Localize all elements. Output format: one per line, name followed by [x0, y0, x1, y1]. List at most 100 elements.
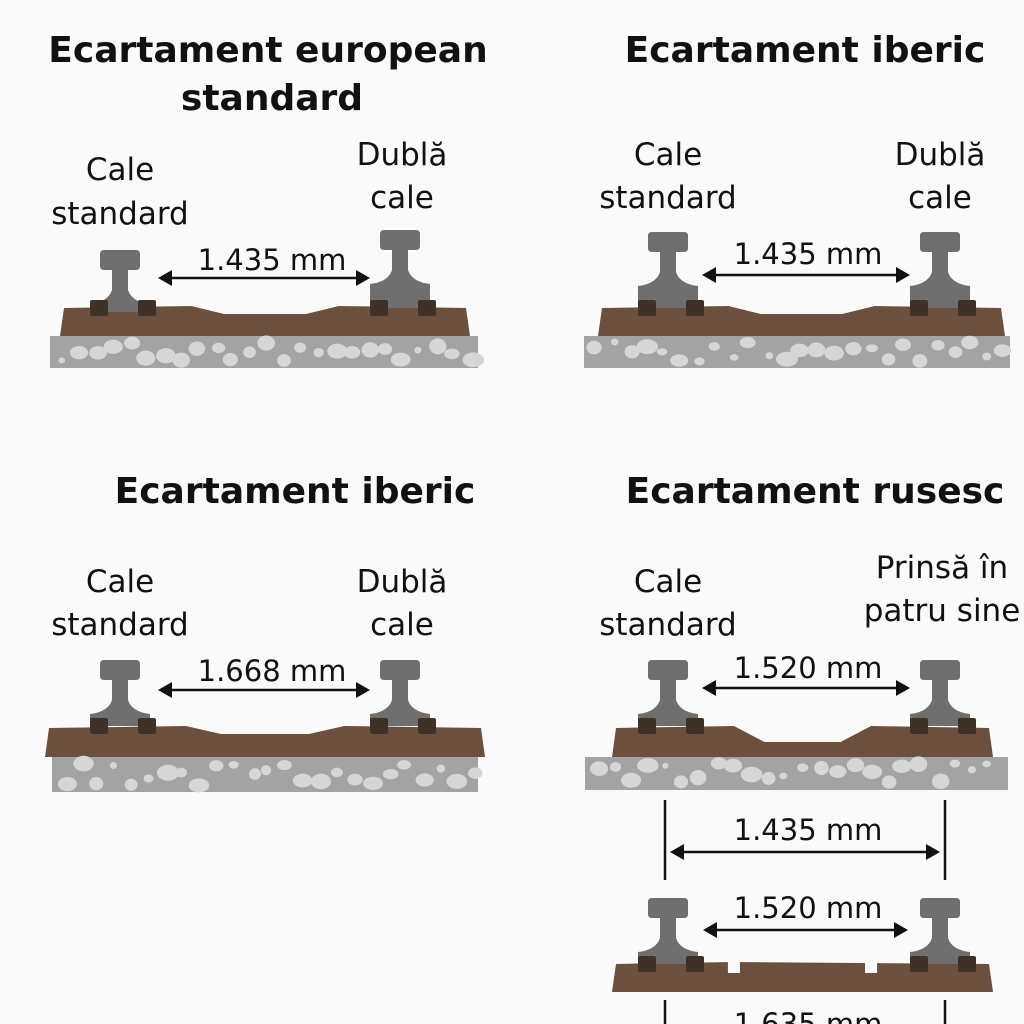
arrowhead-right: [896, 680, 910, 696]
arrowhead-right: [926, 844, 940, 860]
bottom-gauge-value: 1.635 mm: [734, 1007, 883, 1024]
ballast-stone: [414, 346, 422, 354]
ballast-stone: [776, 351, 798, 367]
right-rail-label-line2: cale: [370, 607, 434, 643]
rail-pad: [910, 722, 970, 726]
ballast-stone: [277, 354, 291, 367]
ballast-stone: [881, 353, 896, 366]
ballast-stone: [313, 347, 324, 358]
ballast-stone: [961, 335, 979, 350]
right-rail-label-line2: cale: [908, 180, 972, 216]
left-rail-label-line2: standard: [51, 196, 189, 232]
ballast-stone: [57, 776, 77, 792]
panel-iberic-2: Ecartament iberic Cale standard Dublă ca…: [51, 471, 475, 688]
fastener: [910, 956, 928, 972]
ballast-stone: [779, 772, 788, 780]
arrowhead-left: [670, 844, 684, 860]
ballast-stone: [390, 352, 411, 367]
right-rail-label: Dublă: [357, 137, 448, 173]
fastener: [418, 718, 436, 734]
ballast-stone: [694, 357, 705, 366]
ballast-stone: [103, 339, 123, 354]
ballast-stone: [807, 342, 826, 358]
ballast-stone: [912, 354, 928, 368]
ballast-stone: [624, 345, 640, 359]
ballast-stone: [814, 760, 829, 776]
ballast-stone: [446, 773, 468, 789]
ballast-stone: [845, 342, 862, 356]
fastener: [686, 956, 704, 972]
rail: [370, 660, 430, 722]
ballast-stone: [829, 765, 847, 778]
rail: [910, 898, 970, 960]
ballast-stone: [993, 344, 1012, 357]
ballast-stone: [670, 354, 689, 367]
fastener: [638, 718, 656, 734]
ballast-stone: [383, 769, 399, 780]
ballast-stone: [363, 776, 383, 790]
rail: [638, 660, 698, 722]
rail: [910, 660, 970, 722]
ballast-stone: [243, 346, 256, 358]
ballast-stone: [689, 769, 707, 786]
arrowhead-left: [702, 680, 716, 696]
ballast-stone: [444, 348, 460, 360]
ballast-stone: [790, 343, 809, 358]
ballast-stone: [637, 758, 659, 773]
right-rail-label: Dublă: [357, 564, 448, 600]
ballast-stone: [110, 762, 117, 769]
track-structures: [45, 230, 1012, 992]
ballast-stone: [620, 772, 642, 788]
left-rail-label: Cale: [634, 137, 702, 173]
ballast-stone: [73, 755, 94, 772]
ballast-stone: [610, 338, 619, 346]
left-rail-label-line2: standard: [51, 607, 189, 643]
ballast-stone: [673, 775, 689, 789]
ballast-stone: [662, 762, 669, 769]
ballast-stone: [89, 346, 108, 360]
fastener: [686, 718, 704, 734]
rail: [638, 898, 698, 960]
left-rail-label: Cale: [634, 564, 702, 600]
ballast-stone: [982, 352, 992, 361]
fastener: [90, 300, 108, 316]
ballast-stone: [172, 352, 191, 368]
rail-pad: [910, 960, 970, 964]
gauge-value: 1.520 mm: [734, 651, 883, 685]
ballast-stone: [862, 764, 883, 780]
fastener: [910, 718, 928, 734]
ballast-stone: [310, 773, 332, 790]
arrowhead-left: [702, 267, 716, 283]
arrowhead-right: [894, 922, 908, 938]
fastener: [686, 300, 704, 316]
ballast-stone: [710, 757, 727, 770]
ballast-stone: [136, 350, 156, 366]
ballast-stone: [124, 336, 141, 350]
ballast-stone: [124, 778, 138, 791]
ballast-stone: [294, 342, 307, 353]
rail: [910, 232, 970, 294]
ballast-stone: [377, 343, 393, 355]
ballast-stone: [347, 773, 363, 786]
rail: [370, 230, 430, 292]
ballast-stone: [188, 341, 206, 356]
fastener: [418, 300, 436, 316]
arrowhead-left: [703, 922, 717, 938]
gauge-value: 1.668 mm: [198, 654, 347, 688]
ballast-stone: [89, 777, 104, 791]
ballast-stone: [948, 346, 963, 358]
fastener: [958, 718, 976, 734]
panel-title: Ecartament rusesc: [626, 471, 1005, 512]
rail: [638, 232, 698, 294]
fastener: [370, 718, 388, 734]
fastener: [90, 718, 108, 734]
arrowhead-left: [158, 270, 172, 286]
ballast-stone: [212, 342, 226, 354]
ballast-stone: [895, 338, 911, 351]
ballast-stone: [209, 760, 224, 772]
fastener: [638, 300, 656, 316]
ballast-stone: [739, 337, 756, 349]
rail-pad: [90, 722, 150, 726]
panel-title: Ecartament european: [48, 30, 487, 71]
ballast-stone: [846, 758, 865, 773]
